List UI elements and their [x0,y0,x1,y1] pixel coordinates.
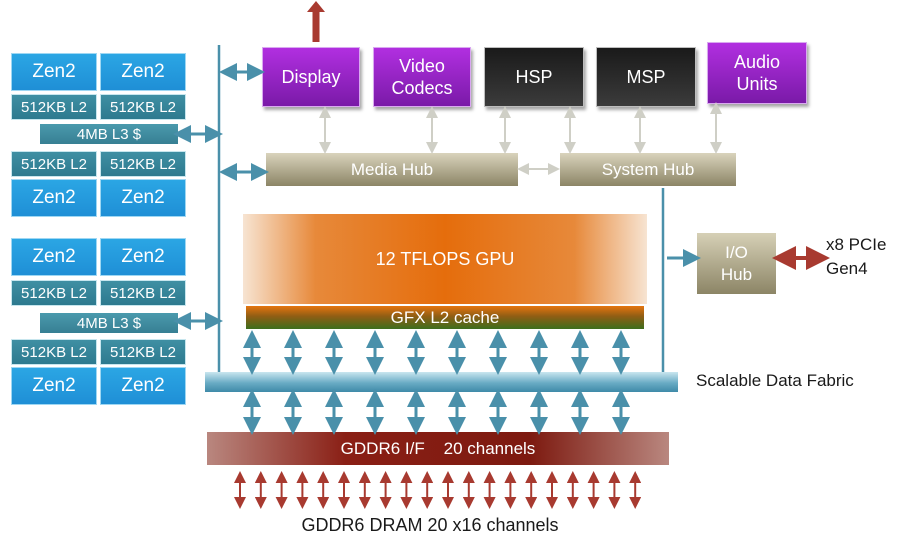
video-codecs-line1: Video [399,56,445,76]
display-output-arrow-head [307,1,325,12]
l2-cache: 512KB L2 [11,151,97,177]
audio-units-line1: Audio [733,52,781,72]
l3-cache: 4MB L3 $ [40,124,178,144]
io-hub-line1: I/O [725,242,748,262]
l2-cache: 512KB L2 [100,339,186,365]
msp-block: MSP [596,47,696,107]
pcie-label: x8 PCIe Gen4 [826,233,911,281]
fabric-memory-arrows [243,389,630,435]
zen2-core: Zen2 [100,367,186,405]
zen2-core: Zen2 [11,179,97,217]
video-codecs-line2: Codecs [391,78,453,98]
io-hub-line2: Hub [720,264,753,284]
gpu-block: 12 TFLOPS GPU [243,214,647,304]
zen2-core: Zen2 [100,179,186,217]
l2-cache: 512KB L2 [100,280,186,306]
audio-units-line2: Units [736,74,778,94]
zen2-core: Zen2 [11,238,97,276]
gddr6-dram-text: GDDR6 DRAM 20 x16 channels [301,515,559,535]
l3-cache: 4MB L3 $ [40,313,178,333]
l2-cache: 512KB L2 [100,94,186,120]
gfx-l2-cache: GFX L2 cache [246,306,644,329]
gpu-fabric-arrows [243,330,630,375]
gddr6-interface: GDDR6 I/F 20 channels [207,432,669,465]
l2-cache: 512KB L2 [11,339,97,365]
zen2-core: Zen2 [11,367,97,405]
pcie-line1: x8 PCIe [826,235,887,254]
l2-cache: 512KB L2 [100,151,186,177]
display-block: Display [262,47,360,107]
audio-units-block: Audio Units [707,42,807,104]
zen2-core: Zen2 [100,238,186,276]
fabric-label: Scalable Data Fabric [696,371,854,390]
pcie-line2: Gen4 [826,259,868,278]
hsp-block: HSP [484,47,584,107]
scalable-data-fabric [205,372,678,392]
video-codecs-block: Video Codecs [373,47,471,107]
io-hub: I/O Hub [697,233,776,294]
l2-cache: 512KB L2 [11,94,97,120]
zen2-core: Zen2 [11,53,97,91]
media-hub: Media Hub [266,153,518,186]
l2-cache: 512KB L2 [11,280,97,306]
zen2-core: Zen2 [100,53,186,91]
dram-channel-arrows [234,471,642,509]
system-hub: System Hub [560,153,736,186]
gddr6-dram-label: GDDR6 DRAM 20 x16 channels [0,515,913,539]
